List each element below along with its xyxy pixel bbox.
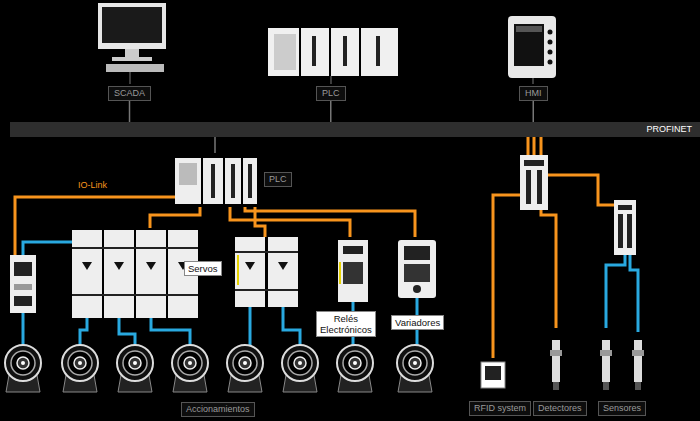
io-link-master (10, 255, 36, 313)
plc-rack (268, 28, 398, 84)
system-label: SCADA (108, 86, 151, 101)
connector (150, 207, 200, 228)
group-label: Accionamientos (181, 402, 255, 417)
fieldbus-bar: PROFINET (10, 122, 700, 137)
wires (15, 197, 638, 346)
field-devices (481, 340, 644, 390)
node-text: Relés Electrónicos (316, 311, 376, 337)
remote-io (520, 155, 636, 255)
detector-node: Detectores (532, 328, 588, 416)
frequency-drive (398, 240, 436, 298)
drive-node: Variadores (386, 237, 450, 330)
connector (129, 101, 130, 122)
scada-computer (98, 3, 166, 84)
electronic-relay (338, 240, 368, 302)
cable (129, 101, 131, 122)
sensor-node: Sensores (594, 328, 650, 416)
node-text: RFID system (469, 401, 531, 416)
cable (606, 255, 625, 328)
cable (245, 207, 415, 237)
motors (5, 345, 433, 392)
node-text: Sensores (598, 401, 646, 416)
connector (245, 207, 415, 237)
node-text: Variadores (391, 315, 444, 330)
system-label: PLC (316, 86, 346, 101)
bus-label: IO-Link (78, 180, 107, 191)
relay-node: Relés Electrónicos (315, 237, 377, 337)
cable (150, 207, 200, 228)
node-text: SCADA (114, 88, 145, 99)
cable (330, 101, 332, 122)
node-text: HMI (525, 88, 542, 99)
connector (533, 101, 534, 122)
rfid-node: RFID system (468, 358, 533, 416)
cable (533, 101, 535, 122)
hmi-panel (508, 16, 556, 84)
node-text: PLC (264, 172, 292, 187)
connector (215, 137, 216, 153)
servo-node: Servos (72, 228, 232, 320)
connector (330, 101, 331, 122)
system-label: HMI (519, 86, 548, 101)
plc-node: PLC (172, 153, 302, 207)
node-text: PLC (322, 88, 340, 99)
plc-rack (175, 158, 257, 204)
node-text: Detectores (533, 401, 587, 416)
node-text: PROFINET (646, 124, 692, 135)
node-text: Servos (184, 261, 222, 276)
servo-drives (72, 230, 298, 318)
cable (214, 137, 216, 153)
